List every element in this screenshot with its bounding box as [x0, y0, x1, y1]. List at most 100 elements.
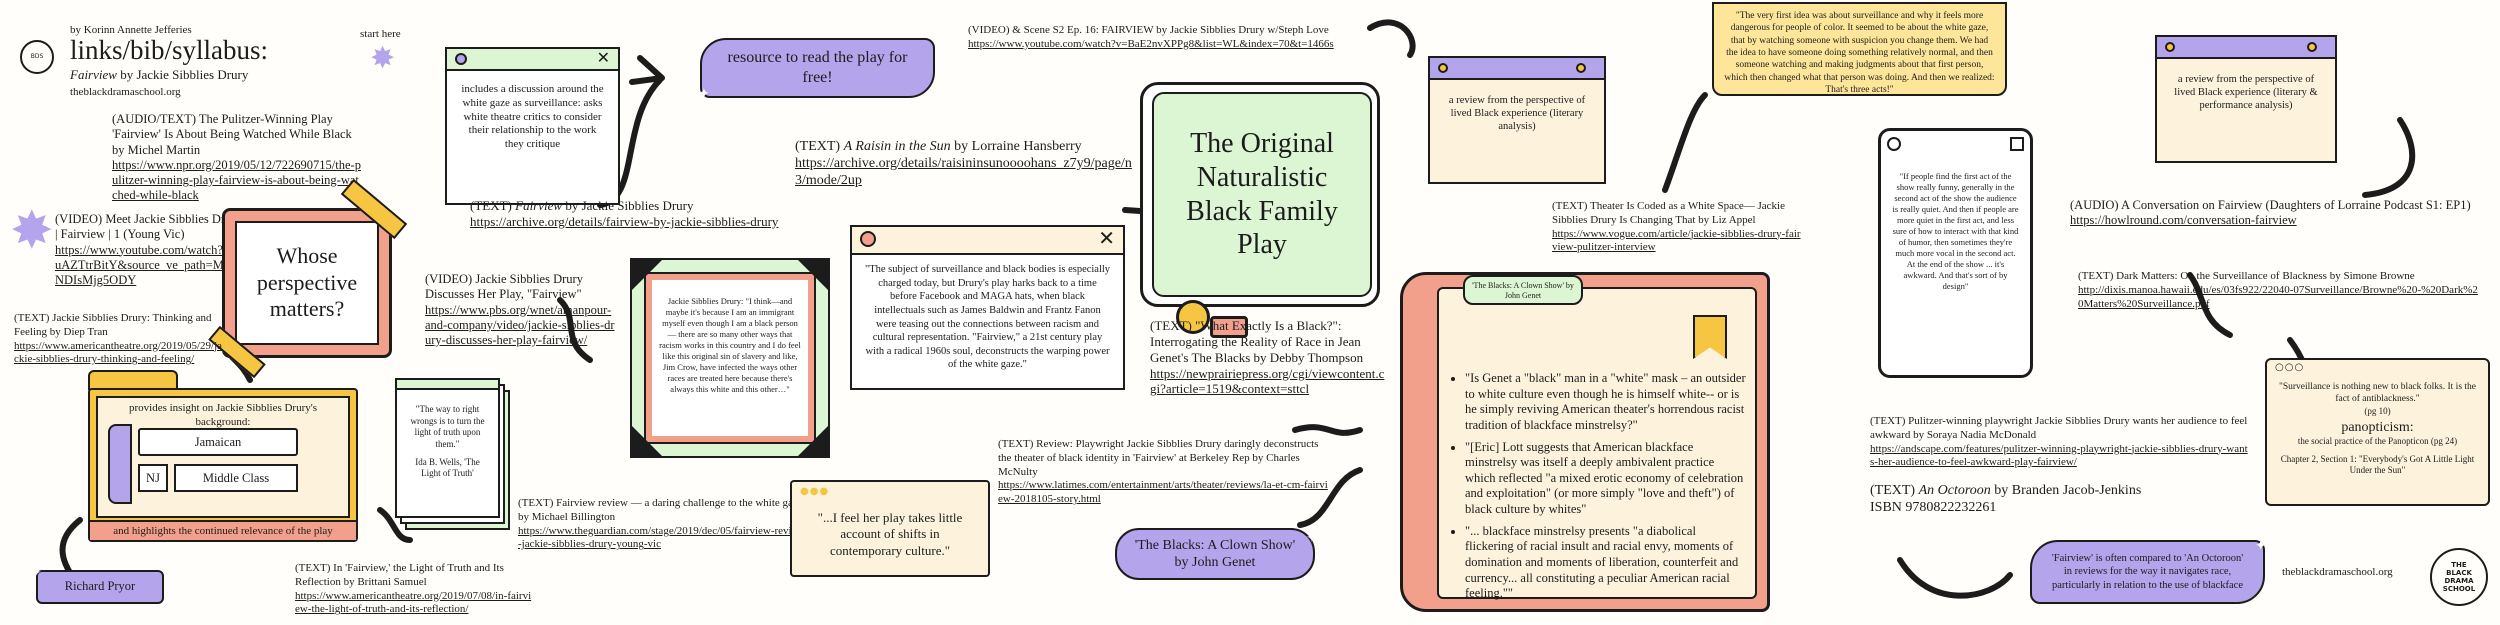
folder-top-text: provides insight on Jackie Sibblies Drur…	[128, 402, 318, 428]
arrow	[557, 297, 593, 363]
surv-page: (pg 10)	[2364, 405, 2391, 416]
phone-card: "If people find the first act of the sho…	[1878, 128, 2033, 378]
npr-link[interactable]: https://www.npr.org/2019/05/12/722690715…	[112, 157, 361, 203]
archive-link[interactable]: https://archive.org/details/fairview-by-…	[470, 213, 779, 229]
whose-frame: Whose perspective matters?	[208, 178, 408, 379]
original-play-title: The Original Naturalistic Black Family P…	[1152, 92, 1372, 297]
square-icon	[2010, 137, 2024, 151]
arrow	[1897, 557, 2013, 599]
pbs-link[interactable]: https://www.pbs.org/wnet/amanpour-and-co…	[425, 302, 615, 348]
panopticism-term: panopticism:	[2341, 419, 2414, 435]
badge-circle	[1176, 300, 1210, 334]
review-card-1-text: a review from the perspective of lived B…	[1448, 95, 1586, 133]
logo-seal: BDS	[20, 40, 54, 74]
steph-love-entry: (VIDEO) & Scene S2 Ep. 16: FAIRVIEW by J…	[968, 24, 1334, 50]
npr-entry: (AUDIO/TEXT) The Pulitzer-Winning Play '…	[112, 112, 361, 203]
andscape-entry: (TEXT) Pulitzer-winning playwright Jacki…	[1870, 415, 2248, 469]
phone-quote: "If people find the first act of the sho…	[1892, 171, 2019, 292]
genet-quote: "... blackface minstrelsy presents "a di…	[1465, 524, 1747, 602]
footer-seal: THE BLACK DRAMA SCHOOL	[2430, 548, 2488, 606]
truth-quote: "The way to right wrongs is to turn the …	[410, 404, 485, 450]
window-dots-icon: ●●●	[800, 486, 830, 497]
three-acts-quote: "The very first idea was about surveilla…	[1724, 11, 1995, 96]
arrow	[1292, 424, 1363, 436]
podcast-link[interactable]: https://howlround.com/conversation-fairv…	[2070, 213, 2297, 228]
arrow	[1297, 467, 1363, 528]
arrowhead	[629, 55, 665, 85]
immigrant-quote-text: Jackie Sibblies Drury: "I think—and mayb…	[659, 296, 801, 395]
folder-bottom-text: and highlights the continued relevance o…	[90, 520, 356, 540]
arrow	[2187, 272, 2233, 338]
gaze-card: ✕ includes a discussion around the white…	[445, 47, 620, 205]
three-acts-card: "The very first idea was about surveilla…	[1712, 2, 2007, 96]
genet-quotes: "Is Genet a "black" man in a "white" mas…	[1447, 371, 1747, 608]
shifts-card: ●●● "...I feel her play takes little acc…	[790, 480, 990, 577]
book-title: 'The Blacks: A Clown Show' by John Genet	[1463, 275, 1583, 305]
vogue-entry: (TEXT) Theater Is Coded as a White Space…	[1552, 200, 1801, 254]
octoroon-pill: 'Fairview' is often compared to 'An Octo…	[2030, 540, 2265, 604]
review-card-2: a review from the perspective of lived B…	[2155, 35, 2337, 163]
genet-quote: "Is Genet a "black" man in a "white" mas…	[1465, 371, 1747, 434]
surveillance-book-card: ○○○ "Surveillance is nothing new to blac…	[2265, 358, 2490, 506]
sparkle-icon: ✦	[30, 565, 42, 581]
tag-middle-class: Middle Class	[174, 464, 298, 492]
flower-icon: ✸	[370, 41, 396, 76]
octoroon-entry: (TEXT) An Octoroon by Branden Jacob-Jenk…	[1870, 482, 2150, 516]
genet-pill: 'The Blacks: A Clown Show' by John Genet	[1115, 528, 1315, 580]
page-title: links/bib/syllabus:	[70, 35, 269, 65]
richard-pryor-pill: Richard Pryor	[36, 570, 164, 604]
window-dot-icon	[2165, 42, 2175, 52]
raisin-entry: (TEXT) A Raisin in the Sun by Lorraine H…	[795, 139, 1132, 189]
arrow	[1662, 92, 1708, 193]
badge-tab	[1210, 316, 1248, 338]
latimes-entry: (TEXT) Review: Playwright Jackie Sibblie…	[998, 438, 1328, 505]
sparkle-icon: ✦	[2255, 538, 2267, 554]
thinking-entry: (TEXT) Jackie Sibblies Drury: Thinking a…	[14, 312, 223, 366]
black-q-entry: (TEXT) "What Exactly Is a Black?": Inter…	[1150, 318, 1385, 397]
podcast-entry: (AUDIO) A Conversation on Fairview (Daug…	[2070, 198, 2471, 228]
arrow	[2362, 117, 2416, 198]
review-card-2-text: a review from the perspective of lived B…	[2174, 74, 2318, 112]
light-entry: (TEXT) In 'Fairview,' the Light of Truth…	[295, 562, 532, 616]
byline: by Korinn Annette Jefferies	[70, 24, 192, 36]
arrow	[1367, 19, 1416, 58]
vogue-link[interactable]: https://www.vogue.com/article/jackie-sib…	[1552, 227, 1801, 254]
thinking-link[interactable]: https://www.americantheatre.org/2019/05/…	[14, 339, 223, 366]
surveillance-quote: "The subject of surveillance and black b…	[864, 264, 1111, 371]
dark-matters-link[interactable]: http://dixis.manoa.hawaii.edu/es/03fs922…	[2078, 283, 2478, 310]
window-dots-icon: ○○○	[2275, 362, 2305, 373]
genet-quote: "[Eric] Lott suggests that American blac…	[1465, 440, 1747, 518]
shifts-quote: "...I feel her play takes little account…	[817, 510, 963, 558]
immigrant-quote-frame: Jackie Sibblies Drury: "I think—and mayb…	[630, 258, 830, 458]
tag-nj: NJ	[138, 464, 168, 492]
window-dot-icon	[1438, 63, 1448, 73]
close-icon: ✕	[596, 48, 610, 67]
latimes-link[interactable]: https://www.latimes.com/entertainment/ar…	[998, 479, 1328, 505]
tag-jamaican: Jamaican	[138, 428, 298, 456]
guardian-link[interactable]: https://www.theguardian.com/stage/2019/d…	[518, 524, 805, 551]
youngvic-entry: (VIDEO) Meet Jackie Sibblies Drury | Fai…	[55, 212, 245, 288]
window-dot-icon	[1576, 63, 1586, 73]
black-q-link[interactable]: https://newprairiepress.org/cgi/viewcont…	[1150, 365, 1385, 397]
flower-icon: ✸	[10, 201, 54, 261]
surveillance-window: ✕ "The subject of surveillance and black…	[850, 225, 1125, 390]
dark-matters-entry: (TEXT) Dark Matters: On the Surveillance…	[2078, 270, 2478, 310]
window-dot-icon	[2307, 42, 2317, 52]
raisin-link[interactable]: https://archive.org/details/raisininsuno…	[795, 156, 1132, 189]
youngvic-link[interactable]: https://www.youtube.com/watch?v=uuAZTtrB…	[55, 242, 245, 288]
window-dot-icon	[1887, 137, 1901, 151]
window-dot-icon	[860, 231, 876, 247]
site-link[interactable]: theblackdramaschool.org	[70, 86, 181, 98]
page-subtitle: Fairview by Jackie Sibblies Drury	[70, 67, 249, 82]
light-link[interactable]: https://www.americantheatre.org/2019/07/…	[295, 589, 532, 616]
andscape-link[interactable]: https://andscape.com/features/pulitzer-w…	[1870, 442, 2248, 469]
truth-attribution: Ida B. Wells, 'The Light of Truth'	[415, 456, 480, 479]
chapter-ref: Chapter 2, Section 1: "Everybody's Got A…	[2280, 453, 2475, 475]
footer-site-link[interactable]: theblackdramaschool.org	[2282, 566, 2393, 578]
window-dot-icon	[455, 53, 467, 65]
folder-tab	[88, 370, 178, 390]
steph-love-link[interactable]: https://www.youtube.com/watch?v=BaE2nvXP…	[968, 37, 1334, 50]
sparkle-icon: ✦	[698, 86, 710, 102]
panopticism-def: the social practice of the Panopticon (p…	[2297, 435, 2458, 446]
octoroon-isbn: ISBN 9780822232261	[1870, 500, 1997, 516]
